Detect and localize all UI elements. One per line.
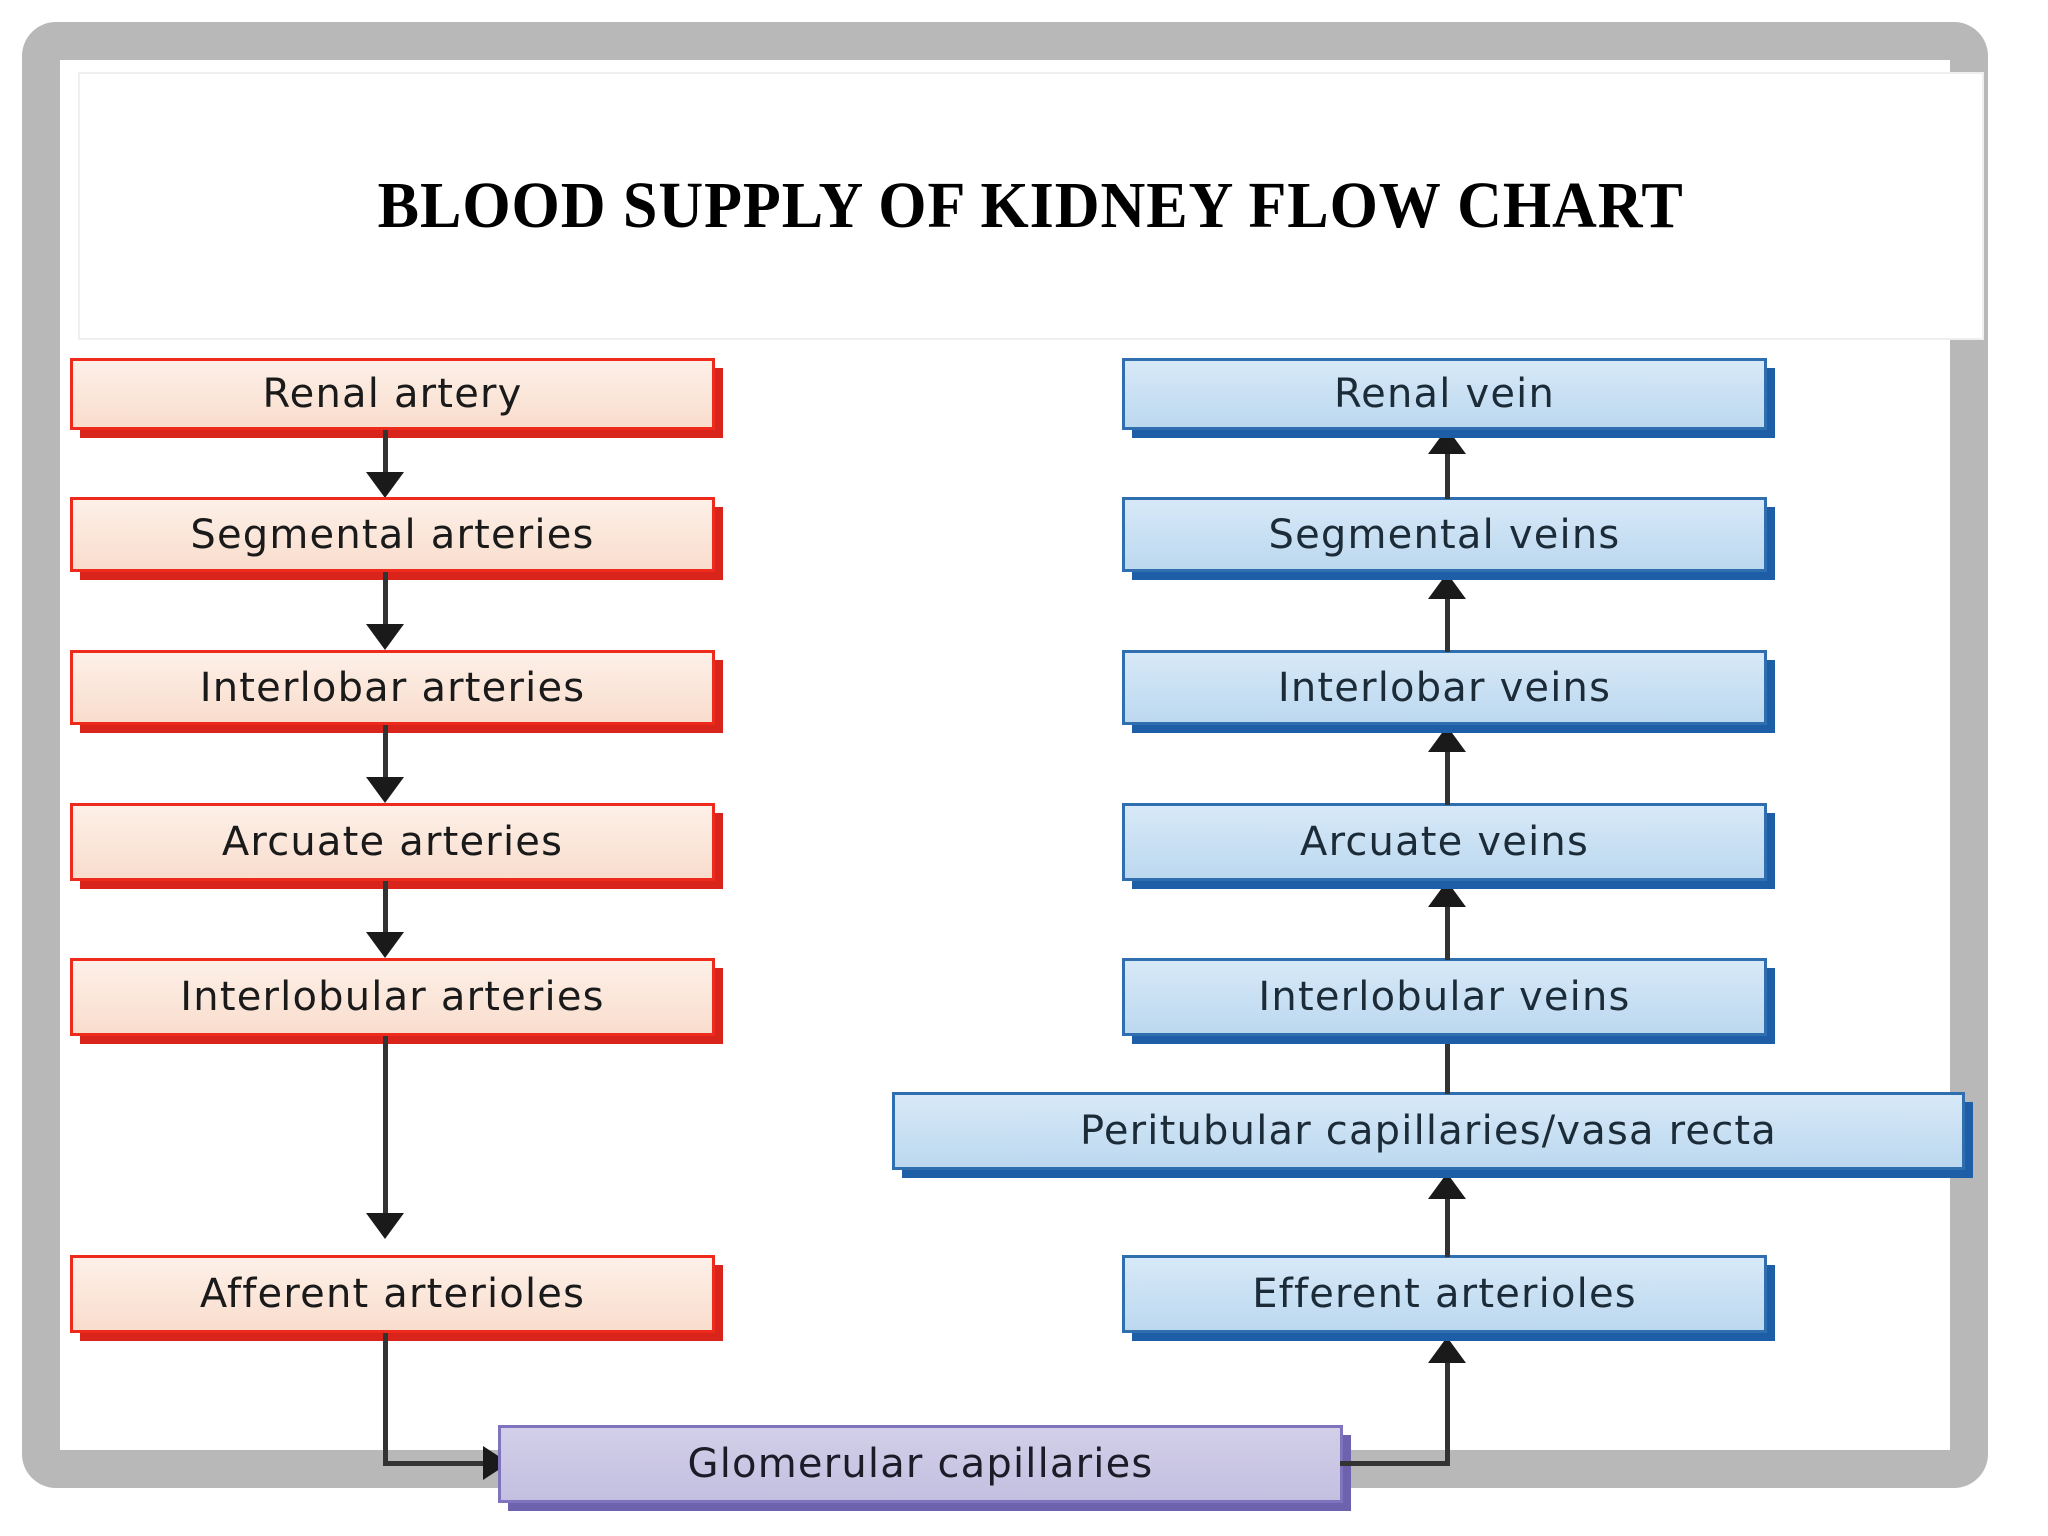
node-segmental-veins[interactable]: Segmental veins bbox=[1122, 497, 1767, 572]
connector-interlobar-to-arcuate bbox=[383, 725, 388, 782]
arrowhead-up-5 bbox=[1428, 573, 1466, 599]
connector-afferent-right bbox=[383, 1461, 488, 1466]
page-title: BLOOD SUPPLY OF KIDNEY FLOW CHART bbox=[377, 169, 1684, 242]
connector-interlobular-to-afferent bbox=[383, 1036, 388, 1218]
node-efferent-arterioles[interactable]: Efferent arterioles bbox=[1122, 1255, 1767, 1333]
node-peritubular-capillaries[interactable]: Peritubular capillaries/vasa recta bbox=[892, 1092, 1965, 1170]
node-glomerular-capillaries[interactable]: Glomerular capillaries bbox=[498, 1425, 1343, 1503]
node-interlobar-arteries[interactable]: Interlobar arteries bbox=[70, 650, 715, 725]
node-afferent-arterioles[interactable]: Afferent arterioles bbox=[70, 1255, 715, 1333]
arrowhead-up-6 bbox=[1428, 428, 1466, 454]
connector-interlobar-to-segmental-vein bbox=[1445, 597, 1450, 652]
node-arcuate-arteries[interactable]: Arcuate arteries bbox=[70, 803, 715, 881]
node-segmental-arteries[interactable]: Segmental arteries bbox=[70, 497, 715, 572]
connector-renal-to-segmental bbox=[383, 430, 388, 476]
arrowhead-up-3 bbox=[1428, 881, 1466, 907]
node-interlobar-veins[interactable]: Interlobar veins bbox=[1122, 650, 1767, 725]
connector-arcuate-to-interlobar-vein bbox=[1445, 750, 1450, 805]
node-renal-vein[interactable]: Renal vein bbox=[1122, 358, 1767, 430]
arrowhead-down-2 bbox=[366, 624, 404, 650]
arrowhead-down-1 bbox=[366, 472, 404, 498]
connector-segmental-to-interlobar bbox=[383, 572, 388, 629]
node-renal-artery[interactable]: Renal artery bbox=[70, 358, 715, 430]
arrowhead-down-4 bbox=[366, 932, 404, 958]
connector-interlobular-to-arcuate-vein bbox=[1445, 905, 1450, 960]
arrowhead-up-1 bbox=[1428, 1173, 1466, 1199]
arrowhead-up-0 bbox=[1428, 1337, 1466, 1363]
arrowhead-up-4 bbox=[1428, 726, 1466, 752]
connector-peritubular-to-interlobular-vein bbox=[1445, 1040, 1450, 1094]
connector-glomerular-right bbox=[1340, 1461, 1450, 1466]
node-arcuate-veins[interactable]: Arcuate veins bbox=[1122, 803, 1767, 881]
connector-arcuate-to-interlobular bbox=[383, 881, 388, 937]
connector-glomerular-up bbox=[1445, 1363, 1450, 1463]
connector-efferent-to-peritubular bbox=[1445, 1197, 1450, 1257]
arrowhead-down-3 bbox=[366, 777, 404, 803]
node-interlobular-arteries[interactable]: Interlobular arteries bbox=[70, 958, 715, 1036]
title-panel: BLOOD SUPPLY OF KIDNEY FLOW CHART bbox=[78, 72, 1984, 340]
node-interlobular-veins[interactable]: Interlobular veins bbox=[1122, 958, 1767, 1036]
arrowhead-down-5 bbox=[366, 1213, 404, 1239]
connector-afferent-down bbox=[383, 1333, 388, 1466]
connector-segmental-to-renal-vein bbox=[1445, 452, 1450, 499]
